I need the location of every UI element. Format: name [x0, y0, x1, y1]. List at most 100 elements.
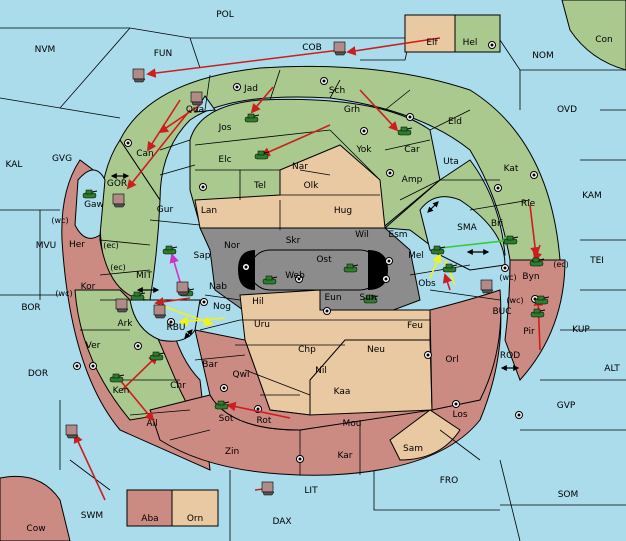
units — [65, 41, 550, 496]
province-label-grh: Grh — [344, 105, 360, 115]
army-tank-icon — [397, 126, 413, 136]
army-tank-icon — [244, 113, 260, 123]
province-label-bri: Bri — [491, 219, 503, 229]
fleet-ship-icon — [153, 304, 167, 319]
supply-center-icon — [382, 275, 390, 283]
province-label-los: Los — [452, 410, 467, 420]
army-tank-icon — [109, 373, 125, 383]
coast-label-5: (ec) — [553, 260, 569, 269]
move-arrow — [158, 104, 201, 134]
move-arrow — [346, 37, 441, 56]
province-label-gur: Gur — [157, 205, 174, 215]
move-arrow — [359, 89, 399, 132]
army-tank-icon — [162, 245, 178, 255]
move-arrow — [169, 253, 182, 286]
supply-center-icon — [406, 113, 414, 121]
province-label-cow: Cow — [26, 524, 45, 534]
supply-center-icon — [488, 41, 496, 49]
supply-center-icon — [386, 169, 394, 177]
province-label-chr: Chr — [170, 381, 186, 391]
province-sam[interactable] — [389, 409, 461, 461]
sea-label-rbu: RBU — [166, 323, 185, 333]
sea-label-rod: ROD — [500, 351, 520, 361]
move-arrow — [121, 354, 159, 391]
province-label-orn: Orn — [187, 514, 203, 524]
supply-center-icon — [167, 318, 175, 326]
move-arrow — [146, 99, 181, 152]
move-arrow — [442, 273, 452, 291]
move-arrow — [73, 433, 106, 501]
province-label-can: Can — [136, 149, 154, 159]
province-label-kar: Kar — [338, 451, 353, 461]
supply-center-icon — [494, 184, 502, 192]
province-label-chp: Chp — [298, 345, 316, 355]
province-label-sch: Sch — [329, 86, 345, 96]
province-label-zin: Zin — [225, 447, 239, 457]
province-label-rie: Rie — [521, 199, 536, 209]
province-label-nar: Nar — [292, 162, 308, 172]
army-tank-icon — [343, 263, 359, 273]
sea-label-con: Con — [595, 35, 613, 45]
fleet-ship-icon — [132, 68, 146, 83]
army-tank-icon — [530, 308, 546, 318]
province-label-rot: Rot — [257, 416, 272, 426]
sea-label-fun: FUN — [154, 49, 173, 59]
province-label-nab: Nab — [209, 282, 227, 292]
province-label-nor: Nor — [224, 241, 240, 251]
supply-center-icon — [295, 275, 303, 283]
province-label-eld: Eld — [448, 117, 462, 127]
sea-label-nvm: NVM — [35, 45, 56, 55]
province-label-hil: Hil — [252, 297, 264, 307]
fleet-ship-icon — [480, 279, 494, 294]
supply-center-icon — [320, 77, 328, 85]
province-label-kaa: Kaa — [334, 387, 351, 397]
province-label-nog: Nog — [213, 302, 231, 312]
province-label-aba: Aba — [141, 514, 158, 524]
province-label-eun: Eun — [324, 293, 341, 303]
move-arrow — [226, 401, 291, 419]
sea-label-tei: TEI — [589, 256, 604, 266]
ring-east-south[interactable] — [504, 259, 566, 381]
supply-center-icon — [200, 298, 208, 306]
move-arrows — [67, 37, 544, 501]
sea-label-pol: POL — [216, 10, 234, 20]
province-label-web: Web — [285, 271, 305, 281]
army-tank-icon — [82, 189, 98, 199]
supply-center-icon — [296, 455, 304, 463]
province-label-hug: Hug — [334, 206, 352, 216]
province-orl[interactable] — [429, 289, 502, 411]
province-label-uta: Uta — [443, 157, 459, 167]
province-label-byn: Byn — [522, 272, 539, 282]
fleet-ship-icon — [65, 424, 79, 439]
province-label-sot: Sot — [219, 414, 234, 424]
province-label-jos: Jos — [218, 123, 232, 133]
province-label-ost: Ost — [316, 255, 332, 265]
supply-centers — [73, 41, 539, 463]
move-arrow — [533, 296, 544, 351]
province-borders — [80, 69, 531, 475]
supply-center-icon — [323, 307, 331, 315]
province-label-kor: Kor — [81, 282, 96, 292]
province-label-uru: Uru — [254, 320, 270, 330]
gulf-rbu — [129, 299, 201, 342]
sea-label-kup: KUP — [572, 325, 590, 335]
supply-center-icon — [360, 127, 368, 135]
supply-center-icon — [501, 264, 509, 272]
province-label-sam: Sam — [403, 444, 423, 454]
fleet-ship-icon — [333, 41, 347, 56]
army-tank-icon — [503, 235, 519, 245]
sea-label-lit: LIT — [304, 486, 318, 496]
ring-west-lower-green[interactable] — [74, 289, 191, 421]
province-label-esm: Esm — [388, 230, 407, 240]
province-label-ver: Ver — [86, 341, 101, 351]
army-tank-icon — [442, 263, 458, 273]
province-label-nil: Nil — [315, 366, 327, 376]
province-label-gaw: Gaw — [84, 200, 104, 210]
province-label-jad: Jad — [243, 84, 258, 94]
province-orn[interactable] — [171, 489, 219, 527]
supply-center-icon — [385, 257, 393, 265]
province-label-car: Car — [404, 145, 420, 155]
sea-label-nom: NOM — [532, 51, 554, 61]
province-cow[interactable] — [0, 475, 71, 541]
